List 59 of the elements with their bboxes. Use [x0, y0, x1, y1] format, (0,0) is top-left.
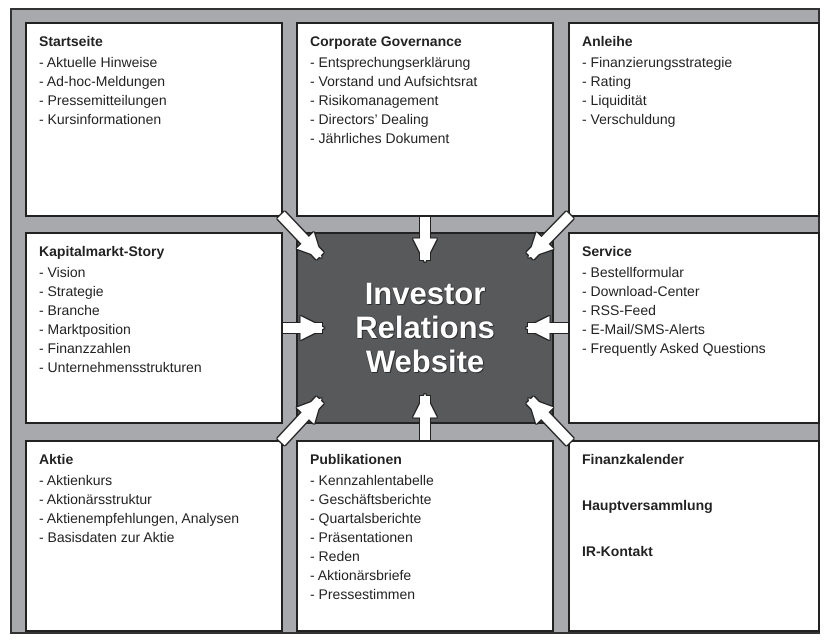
list-item: - Basisdaten zur Aktie — [39, 528, 174, 547]
section-heading: Corporate Governance — [310, 32, 462, 51]
section-heading: Aktie — [39, 450, 74, 469]
central-box — [296, 232, 554, 424]
section-heading: Publikationen — [310, 450, 402, 469]
topic-box — [568, 440, 820, 632]
list-item: - Rating — [582, 72, 632, 91]
list-item: - Unternehmensstrukturen — [39, 358, 202, 377]
list-item: - Liquidität — [582, 91, 647, 110]
list-item: - RSS-Feed — [582, 301, 656, 320]
section-heading: Hauptversammlung — [582, 496, 713, 515]
arrow — [413, 394, 437, 440]
topic-box — [296, 22, 554, 217]
list-item: - Pressemitteilungen — [39, 91, 167, 110]
topic-box — [568, 232, 820, 424]
section-heading: Finanzkalender — [582, 450, 684, 469]
topic-box — [25, 232, 283, 424]
list-item: - Kennzahlentabelle — [310, 471, 434, 490]
list-item: - Aktienkurs — [39, 471, 112, 490]
list-item: - Branche — [39, 301, 100, 320]
center-title: Investor Relations Website — [354, 277, 496, 379]
section-heading: Anleihe — [582, 32, 633, 51]
list-item: - Jährliches Dokument — [310, 129, 450, 148]
section-heading: Service — [582, 242, 632, 261]
list-item: - E-Mail/SMS-Alerts — [582, 320, 705, 339]
list-item: - Directors’ Dealing — [310, 110, 429, 129]
list-item: - Vorstand und Aufsichtsrat — [310, 72, 478, 91]
list-item: - Marktposition — [39, 320, 131, 339]
list-item: - Vision — [39, 263, 86, 282]
list-item: - Aktienempfehlungen, Analysen — [39, 509, 240, 528]
list-item: - Präsentationen — [310, 528, 413, 547]
list-item: - Quartalsberichte — [310, 509, 422, 528]
section-heading: IR-Kontakt — [582, 542, 653, 561]
list-item: - Kursinformationen — [39, 110, 162, 129]
section-heading: Startseite — [39, 32, 103, 51]
arrow — [283, 316, 324, 340]
list-item: - Finanzierungsstrategie — [582, 53, 732, 72]
list-item: - Bestellformular — [582, 263, 684, 282]
topic-box — [296, 440, 554, 632]
arrow — [526, 316, 568, 340]
section-heading: Kapitalmarkt-Story — [39, 242, 164, 261]
list-item: - Aktuelle Hinweise — [39, 53, 158, 72]
list-item: - Download-Center — [582, 282, 700, 301]
list-item: - Aktionärsbriefe — [310, 566, 412, 585]
list-item: - Aktionärsstruktur — [39, 490, 152, 509]
list-item: - Frequently Asked Questions — [582, 339, 766, 358]
list-item: - Ad-hoc-Meldungen — [39, 72, 166, 91]
topic-box — [568, 22, 820, 217]
topic-box — [25, 22, 283, 217]
list-item: - Geschäftsberichte — [310, 490, 432, 509]
list-item: - Strategie — [39, 282, 104, 301]
arrow — [413, 217, 437, 262]
list-item: - Verschuldung — [582, 110, 676, 129]
list-item: - Risikomanagement — [310, 91, 438, 110]
topic-box — [25, 440, 283, 632]
list-item: - Pressestimmen — [310, 585, 416, 604]
list-item: - Entsprechungserklärung — [310, 53, 470, 72]
list-item: - Finanzzahlen — [39, 339, 131, 358]
list-item: - Reden — [310, 547, 360, 566]
